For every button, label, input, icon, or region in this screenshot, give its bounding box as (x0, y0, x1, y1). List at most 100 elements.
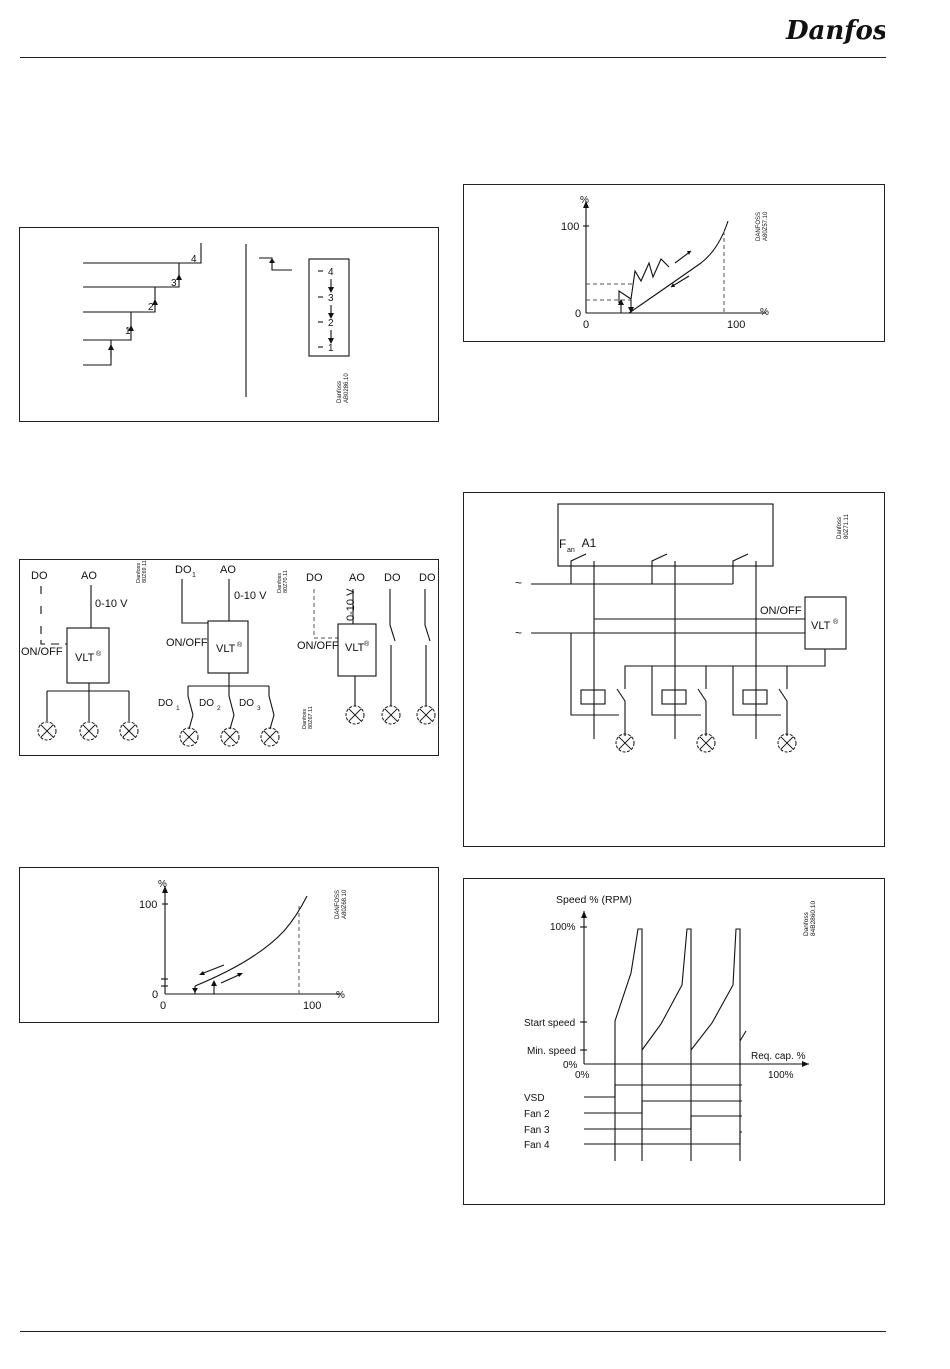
svg-text:AB0286.10: AB0286.10 (344, 373, 350, 403)
figure-speed-capacity: Speed % (RPM) 100% Start speed Min. spee… (463, 878, 885, 1205)
header-rule (20, 57, 886, 58)
svg-text:%: % (158, 879, 167, 890)
svg-text:1: 1 (192, 572, 196, 579)
svg-text:80Z69.11: 80Z69.11 (142, 560, 148, 583)
fan-icon (260, 727, 280, 747)
svg-text:DO: DO (306, 572, 323, 584)
fan-icon (37, 721, 57, 741)
svg-text:AO: AO (81, 570, 97, 582)
svg-text:1: 1 (176, 705, 180, 712)
fan-icon (179, 727, 199, 747)
figure-wiring: F an A1 ~ ~ ON/OFF VLT ® Danfoss 80Z (463, 492, 885, 847)
step-label: 1 (125, 326, 131, 337)
svg-text:DO: DO (175, 564, 192, 576)
svg-text:DO: DO (419, 572, 436, 584)
svg-text:VLT: VLT (216, 643, 236, 655)
svg-text:DO: DO (158, 698, 173, 709)
svg-text:80Z67.11: 80Z67.11 (308, 706, 314, 729)
step-box-label: 1 (328, 343, 334, 354)
footer-rule (20, 1331, 886, 1332)
danfoss-logo: Danfoss (780, 6, 902, 50)
svg-text:0: 0 (160, 1000, 166, 1012)
svg-text:%: % (760, 307, 769, 318)
svg-text:VLT: VLT (75, 652, 95, 664)
svg-text:100: 100 (727, 319, 745, 331)
svg-text:0: 0 (583, 319, 589, 331)
svg-text:~: ~ (515, 626, 522, 640)
svg-text:Danfoss: Danfoss (302, 709, 308, 729)
svg-text:~: ~ (515, 576, 522, 590)
svg-text:0-10 V: 0-10 V (234, 590, 267, 602)
svg-text:Danfoss: Danfoss (337, 381, 343, 403)
svg-text:Start speed: Start speed (524, 1018, 575, 1029)
svg-text:Speed % (RPM): Speed % (RPM) (556, 894, 632, 906)
step-box-label: 4 (328, 267, 334, 278)
svg-text:80Z71.11: 80Z71.11 (844, 513, 850, 539)
svg-text:Fan 4: Fan 4 (524, 1140, 550, 1151)
svg-text:VSD: VSD (524, 1093, 545, 1104)
svg-text:DO: DO (239, 698, 254, 709)
svg-text:0-10 V: 0-10 V (345, 588, 357, 621)
svg-text:ON/OFF: ON/OFF (297, 640, 339, 652)
svg-text:VLT: VLT (345, 642, 365, 654)
svg-text:Fan 3: Fan 3 (524, 1125, 550, 1136)
svg-text:Danfoss: Danfoss (277, 573, 283, 593)
svg-text:Req. cap. %: Req. cap. % (751, 1051, 806, 1062)
svg-text:100: 100 (139, 899, 157, 911)
fan-icon (615, 733, 635, 753)
fan-icon (220, 727, 240, 747)
svg-text:ON/OFF: ON/OFF (21, 646, 63, 658)
svg-text:®: ® (364, 640, 370, 648)
svg-text:DO: DO (199, 698, 214, 709)
step-box-label: 2 (328, 318, 334, 329)
svg-text:VLT: VLT (811, 620, 831, 632)
svg-text:100: 100 (303, 1000, 321, 1012)
svg-text:DO: DO (31, 570, 48, 582)
step-label: 4 (191, 254, 197, 265)
step-label: 3 (171, 278, 177, 289)
svg-text:0-10 V: 0-10 V (95, 598, 128, 610)
figure-vlt-configurations: DO AO 0-10 V ON/OFF VLT ® Danfoss 80Z69.… (19, 559, 439, 756)
svg-text:100%: 100% (768, 1070, 794, 1081)
step-box-label: 3 (328, 293, 334, 304)
svg-text:Min. speed: Min. speed (527, 1046, 576, 1057)
svg-text:%: % (336, 990, 345, 1001)
svg-text:100%: 100% (550, 922, 576, 933)
svg-text:Danfoss: Danfoss (136, 563, 142, 583)
svg-text:®: ® (96, 650, 102, 658)
figure-curve-steps: % 100 0 0 100 % DANFOSS A80Z57.10 (463, 184, 885, 342)
figure-curve-smooth: % 100 0 0 100 % DANFOSS A80Z68.10 (19, 867, 439, 1023)
svg-text:®: ® (833, 618, 839, 626)
svg-text:®: ® (237, 641, 243, 649)
svg-text:Fan 2: Fan 2 (524, 1109, 550, 1120)
svg-text:2: 2 (217, 705, 221, 712)
svg-text:0%: 0% (563, 1060, 578, 1071)
fan-icon (777, 733, 797, 753)
svg-text:an: an (567, 547, 575, 554)
svg-text:DANFOSS: DANFOSS (335, 890, 341, 919)
step-label: 2 (148, 302, 154, 313)
svg-text:DO: DO (384, 572, 401, 584)
svg-text:0%: 0% (575, 1070, 590, 1081)
fan-icon (416, 705, 436, 725)
svg-text:ON/OFF: ON/OFF (166, 637, 208, 649)
svg-text:0: 0 (152, 989, 158, 1001)
svg-text:80Z70.11: 80Z70.11 (283, 570, 289, 593)
svg-text:Danfoss: Danfoss (803, 911, 810, 936)
fan-icon (345, 705, 365, 725)
fan-icon (119, 721, 139, 741)
svg-text:A80Z68.10: A80Z68.10 (342, 889, 348, 919)
svg-text:%: % (580, 195, 589, 206)
fan-icon (381, 705, 401, 725)
svg-text:Danfoss: Danfoss (785, 16, 885, 46)
fan-icon (79, 721, 99, 741)
svg-text:A80Z57.10: A80Z57.10 (763, 211, 769, 241)
svg-text:ON/OFF: ON/OFF (760, 605, 802, 617)
svg-text:DANFOSS: DANFOSS (756, 212, 762, 241)
svg-text:F: F (559, 537, 566, 551)
fan-icon (696, 733, 716, 753)
svg-text:Danfoss: Danfoss (837, 517, 843, 539)
svg-text:AO: AO (220, 564, 236, 576)
svg-text:0: 0 (575, 308, 581, 320)
svg-text:AO: AO (349, 572, 365, 584)
